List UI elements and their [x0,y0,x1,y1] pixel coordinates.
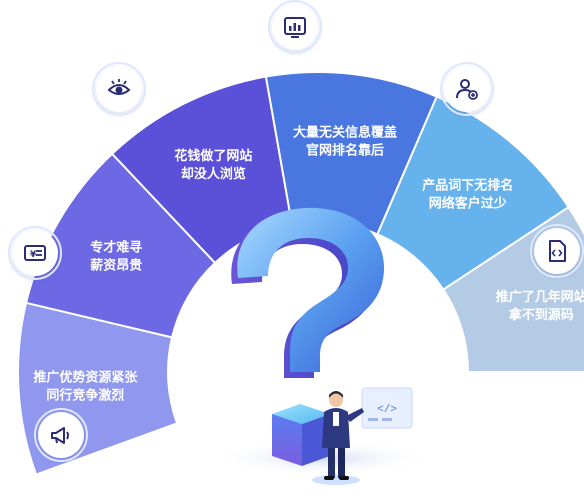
presenter-figure [312,391,364,485]
eye-badge [92,62,146,116]
question-mark-front [237,207,384,372]
segment-4-line-2: 官网排名靠后 [306,143,384,159]
segment-1-line-2: 同行竞争激烈 [46,388,124,404]
segment-2-line-2: 薪资昂贵 [90,258,142,274]
segment-4-line-1: 大量无关信息覆盖 [293,125,397,141]
presentation-board: </> [361,387,413,429]
segment-3-line-1: 花钱做了网站 [174,148,252,164]
segment-6-line-1: 推广了几年网站 [496,289,584,305]
board-code-text: </> [377,404,397,416]
segment-3-line-2: 却没人浏览 [181,166,246,182]
megaphone-badge [34,408,88,462]
segment-5-line-1: 产品词下无排名 [422,178,513,194]
question-mark-illustration: </> [212,207,432,485]
analytics-chart-badge [268,0,322,54]
user-add-badge [440,62,494,116]
payment-card-badge: ¥ [8,226,62,280]
code-file-badge [530,224,584,278]
segment-6-line-2: 拿不到源码 [508,307,574,323]
segment-1-line-1: 推广优势资源紧张 [33,370,138,386]
cube [272,404,330,466]
segment-2-line-1: 专才难寻 [90,240,142,256]
segment-5-line-2: 网络客户过少 [429,196,507,212]
